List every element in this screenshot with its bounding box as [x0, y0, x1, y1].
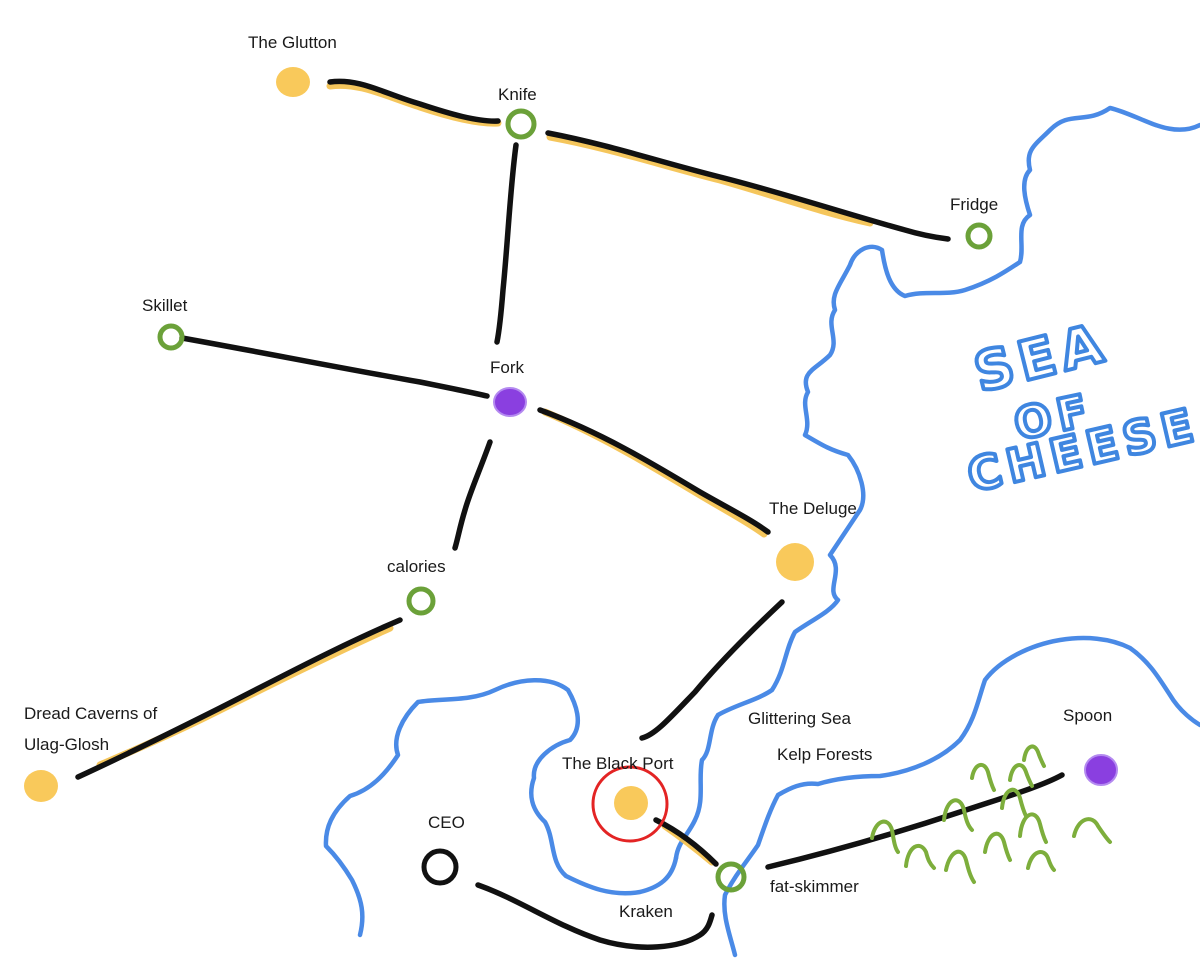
ceo-node[interactable]	[421, 848, 459, 886]
road-deluge-blackport[interactable]	[639, 599, 785, 741]
city-node-the-deluge[interactable]	[776, 543, 814, 581]
coastlines	[323, 105, 1200, 958]
label-calories: calories	[387, 557, 446, 576]
road-highlight-fork-deluge	[541, 408, 768, 538]
road-ceo-kraken[interactable]	[475, 882, 715, 950]
label-the-deluge: The Deluge	[769, 499, 857, 518]
kelp-mark	[942, 798, 974, 832]
kelp-mark	[1008, 763, 1034, 788]
coastline-glittering-sea	[722, 635, 1200, 958]
label-ceo: CEO	[428, 813, 465, 832]
town-node-knife[interactable]	[505, 108, 537, 140]
town-node-skillet[interactable]	[157, 323, 185, 351]
coastline-black-port-bay	[323, 678, 679, 938]
special-node-fork[interactable]	[493, 387, 527, 417]
road-calories-dread[interactable]	[75, 617, 403, 780]
label-knife: Knife	[498, 85, 537, 104]
kelp-mark	[1000, 787, 1028, 818]
kelp-mark	[904, 843, 936, 870]
kelp-mark	[1072, 817, 1112, 844]
kelp-mark	[944, 849, 976, 884]
kelp-mark	[1018, 812, 1048, 844]
roads	[75, 78, 1065, 950]
label-spoon: Spoon	[1063, 706, 1112, 725]
city-node-the-glutton[interactable]	[276, 67, 310, 97]
town-node-fat-skimmer[interactable]	[715, 861, 747, 893]
road-fork-deluge[interactable]	[537, 407, 771, 535]
selected-marker	[591, 765, 669, 843]
city-node-dread-caverns[interactable]	[24, 770, 58, 802]
label-kelp-forests: Kelp Forests	[777, 745, 872, 764]
label-fork: Fork	[490, 358, 525, 377]
label-the-glutton: The Glutton	[248, 33, 337, 52]
kelp-mark	[870, 819, 900, 854]
kelp-mark	[983, 831, 1012, 862]
label-kraken: Kraken	[619, 902, 673, 921]
kelp-mark	[970, 762, 996, 792]
sea-of-cheese-label: SEA OF CHEESE	[960, 309, 1200, 505]
labels: The Glutton Knife Fridge Skillet Fork Th…	[24, 33, 1112, 921]
label-the-black-port: The Black Port	[562, 754, 674, 773]
road-skimmer-spoon[interactable]	[765, 772, 1065, 870]
road-knife-fridge[interactable]	[545, 130, 951, 242]
city-node-the-black-port[interactable]	[614, 786, 648, 820]
road-glutton-knife[interactable]	[327, 78, 501, 124]
label-dread-caverns-line1: Dread Caverns of	[24, 704, 158, 723]
label-glittering-sea: Glittering Sea	[748, 709, 852, 728]
sea-label-line1: SEA	[968, 311, 1115, 405]
road-skillet-fork[interactable]	[179, 335, 490, 399]
coastline-sea-of-cheese	[673, 105, 1200, 861]
town-node-fridge[interactable]	[965, 222, 993, 250]
label-dread-caverns-line2: Ulag-Glosh	[24, 735, 109, 754]
road-knife-fork[interactable]	[494, 142, 519, 345]
label-fat-skimmer: fat-skimmer	[770, 877, 859, 896]
road-fork-calories[interactable]	[452, 439, 493, 551]
label-skillet: Skillet	[142, 296, 188, 315]
road-highlight-knife-fridge	[546, 133, 874, 227]
label-fridge: Fridge	[950, 195, 998, 214]
special-node-spoon[interactable]	[1084, 754, 1118, 786]
kelp-mark	[1022, 744, 1046, 768]
road-highlights	[96, 81, 874, 866]
nodes	[24, 67, 1118, 893]
kelp-mark	[1026, 850, 1056, 872]
kelp-forest	[870, 744, 1112, 884]
town-node-calories[interactable]	[406, 586, 436, 616]
